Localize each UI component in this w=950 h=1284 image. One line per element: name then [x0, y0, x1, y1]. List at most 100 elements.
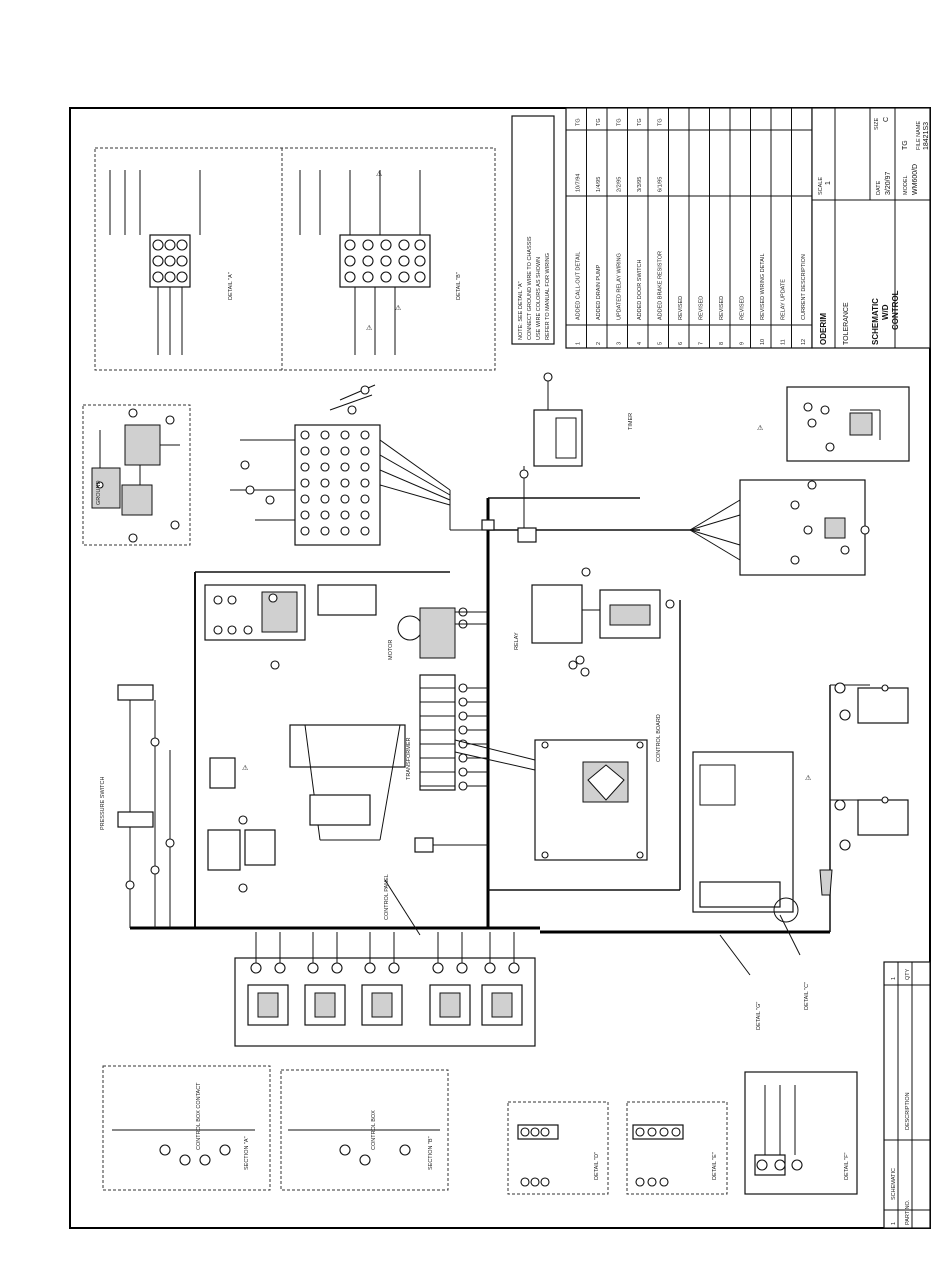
revision-by: TG [657, 118, 663, 126]
file-value: 18421S3 [923, 122, 930, 150]
relay-terminal [508, 962, 520, 974]
relay-terminal [331, 962, 343, 974]
revision-description: REVISED [678, 296, 684, 320]
terminal-point [458, 697, 468, 707]
revision-no: 10 [760, 339, 766, 345]
parts-row-desc: SCHEMATIC [891, 1168, 897, 1200]
contactor [204, 584, 306, 670]
bottom-details: CONTROL BOX CONTACT SECTION "A" CONTROL … [102, 1065, 858, 1195]
note-line-2: CONNECT GROUND WIRE TO CHASSIS [527, 236, 533, 340]
drawing-title-2: W/D [881, 304, 890, 320]
terminal-screw [320, 494, 330, 504]
terminal-screw [300, 526, 310, 536]
motor [689, 479, 870, 576]
terminal-screw [340, 526, 350, 536]
section-a-label: SECTION "A" [244, 1136, 250, 1170]
terminal-point [458, 781, 468, 791]
terminal-screw [360, 462, 370, 472]
relay-coil [491, 992, 513, 1018]
parts-col-1: PART NO. [905, 1199, 911, 1225]
model-label: MODEL [903, 175, 909, 195]
transformer-label: TRANSFORMER [406, 738, 412, 781]
detail-b-label: DETAIL "B" [456, 272, 462, 300]
relay-coil [257, 992, 279, 1018]
control-board [454, 739, 648, 861]
control-box [82, 404, 191, 546]
terminal-screw [320, 510, 330, 520]
terminal-screw [360, 430, 370, 440]
file-label: FILE NAME [916, 121, 922, 150]
revision-no: 11 [780, 339, 786, 345]
detail-f-label: DETAIL "F" [844, 1153, 850, 1180]
revision-description: REVISED [739, 296, 745, 320]
timer-label: TIMER [628, 413, 634, 430]
terminal-screw [320, 430, 330, 440]
sheet-border [69, 107, 931, 1229]
revision-no: 7 [698, 342, 704, 345]
revision-no: 9 [739, 342, 745, 345]
revision-description: REVISED [719, 296, 725, 320]
relay-coil [314, 992, 336, 1018]
ground-label: GROUND [96, 481, 102, 505]
revision-by: TG [616, 118, 622, 126]
revision-no: 6 [678, 342, 684, 345]
fuse [414, 837, 488, 853]
tolerance-label: TOLERANCE [843, 302, 850, 345]
terminal-screw [340, 462, 350, 472]
main-wiring-bus [129, 497, 870, 934]
terminal-screw [360, 510, 370, 520]
relay-label: RELAY [514, 632, 520, 650]
terminal-block [419, 674, 488, 791]
drawing-title-3: CONTROL [891, 290, 900, 330]
terminal-screw [360, 494, 370, 504]
terminal-point [458, 683, 468, 693]
revision-by: TG [596, 118, 602, 126]
terminal-screw [360, 526, 370, 536]
terminal-screw [300, 446, 310, 456]
revision-by: TG [575, 118, 581, 126]
relay-terminal [250, 962, 262, 974]
water-valves [819, 682, 909, 896]
relay-terminal [432, 962, 444, 974]
terminal-screw [320, 446, 330, 456]
note-line-1: NOTE: SEE DETAIL "A" [518, 281, 524, 340]
revision-no: 4 [637, 342, 643, 345]
revision-no: 12 [801, 339, 807, 345]
revision-date: 6/1/95 [657, 177, 663, 192]
callouts: DETAIL "G" DETAIL "C" CONTROL PANEL CONT… [96, 413, 810, 1030]
revision-date: 3/3/95 [637, 177, 643, 192]
revision-date: 10/7/94 [575, 174, 581, 192]
title-block: ODERIM TOLERANCE SCHEMATIC W/D CONTROL S… [811, 107, 931, 349]
drawing-title-1: SCHEMATIC [871, 298, 880, 345]
relay-terminal [364, 962, 376, 974]
terminal-screw [300, 494, 310, 504]
revision-description: RELAY UPDATE [780, 279, 786, 320]
revision-no: 5 [657, 342, 663, 345]
relay-coil [439, 992, 461, 1018]
revision-description: ADDED CALL-OUT DETAIL [575, 252, 581, 320]
detail-d-label: DETAIL "D" [594, 1152, 600, 1180]
warning-icon: ⚠ [376, 170, 382, 178]
terminal-screw [340, 446, 350, 456]
revision-description: ADDED DOOR SWITCH [637, 259, 643, 320]
warning-icon: ⚠ [805, 774, 811, 782]
terminal-screw [340, 494, 350, 504]
parts-col-2: DESCRIPTION [905, 1092, 911, 1130]
terminal-screw [340, 478, 350, 488]
terminal-screw [340, 510, 350, 520]
door-switch [317, 584, 488, 659]
warning-icon: ⚠ [395, 304, 401, 312]
parts-col-3: QTY [905, 968, 911, 980]
control-box-contact-label: CONTROL BOX CONTACT [196, 1082, 202, 1150]
terminal-screw [320, 526, 330, 536]
terminal-screw [300, 510, 310, 520]
warning-icon: ⚠ [757, 424, 763, 432]
revision-no: 3 [616, 342, 622, 345]
revision-description: ADDED DRAIN PUMP [596, 264, 602, 320]
section-b-label: SECTION "B" [428, 1136, 434, 1170]
pressure-switch-label: PRESSURE SWITCH [100, 776, 106, 830]
warning-icon: ⚠ [242, 764, 248, 772]
company-name: ODERIM [819, 313, 828, 345]
